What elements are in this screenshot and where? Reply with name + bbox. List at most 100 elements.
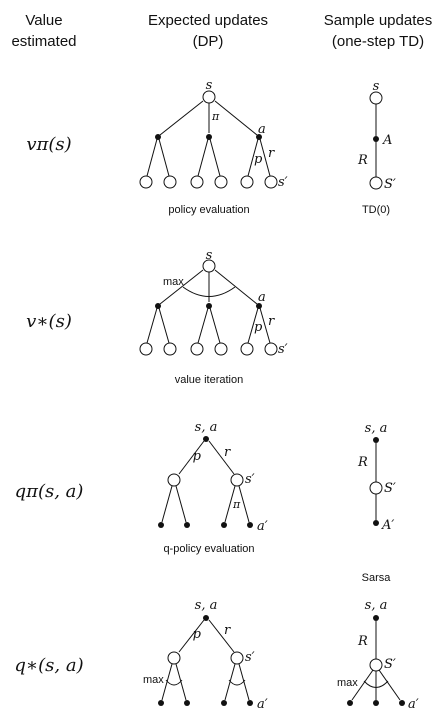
label-S-prime: S′ (384, 481, 396, 496)
label-s: s (373, 79, 380, 94)
label-s-prime: s′ (278, 342, 288, 357)
header-col1-line1: Value (25, 12, 62, 29)
label-a-prime: a′ (257, 697, 268, 712)
label-s: s (206, 78, 213, 93)
max-arc (363, 680, 389, 688)
next-state-node (369, 176, 383, 190)
next-action-node (347, 700, 353, 706)
action-node (206, 303, 212, 309)
next-action-node (247, 522, 253, 528)
label-p: p (193, 627, 202, 642)
label-r: r (224, 445, 231, 460)
label-max: max (337, 677, 358, 689)
caption-policy-evaluation: policy evaluation (168, 204, 249, 216)
label-sa: s, a (365, 598, 388, 613)
label-A-prime: A′ (381, 518, 394, 533)
edge (214, 269, 258, 305)
next-action-node (221, 522, 227, 528)
edge (259, 138, 271, 177)
label-S-prime: S′ (384, 657, 396, 672)
edge (159, 100, 204, 136)
label-s: s (206, 248, 213, 263)
action-node (155, 134, 161, 140)
label-p: p (254, 320, 263, 335)
row-label-q-star: q∗(s, a) (14, 655, 83, 676)
next-state-node (139, 342, 153, 356)
label-R: R (357, 634, 368, 649)
header-col2-line1: Expected updates (148, 12, 268, 29)
next-state-node (369, 658, 383, 672)
label-s-prime: s′ (245, 650, 255, 665)
next-state-node (163, 175, 177, 189)
sarsa-diagram: s, a R S′ A′ Sarsa (357, 421, 396, 584)
next-action-node (373, 700, 379, 706)
edge (247, 138, 259, 177)
next-state-node (240, 342, 254, 356)
label-pi: π (232, 498, 241, 511)
q-learning-diagram: s, a R S′ max a′ (337, 598, 419, 712)
dp-value-iteration-diagram: s max a p r s′ value iteration (139, 248, 288, 386)
edge (175, 485, 187, 523)
next-action-node (247, 700, 253, 706)
state-action-node (373, 615, 379, 621)
header-col2-line2: (DP) (193, 33, 224, 50)
next-state-node (230, 473, 244, 487)
max-arc (182, 286, 236, 297)
label-s-prime: s′ (245, 472, 255, 487)
label-r: r (268, 146, 275, 161)
edge (247, 307, 259, 344)
edge (209, 138, 221, 177)
edge (175, 663, 187, 701)
edge (209, 307, 221, 344)
caption-td0: TD(0) (362, 204, 390, 216)
label-R: R (357, 153, 368, 168)
dp-q-policy-evaluation-diagram: s, a p r s′ π a′ q-policy evaluation (158, 420, 268, 555)
max-arc (228, 679, 246, 686)
label-sa: s, a (195, 598, 218, 613)
label-r: r (268, 314, 275, 329)
state-action-node (373, 437, 379, 443)
caption-value-iteration: value iteration (175, 374, 244, 386)
label-pi: π (211, 110, 220, 123)
td0-diagram: s A R S′ TD(0) (357, 79, 396, 216)
label-p: p (254, 152, 263, 167)
state-node (369, 91, 383, 105)
edge (161, 663, 173, 701)
label-R: R (357, 455, 368, 470)
action-node (256, 303, 262, 309)
header-col3-line1: Sample updates (324, 12, 432, 29)
next-action-node (158, 522, 164, 528)
next-state-node (264, 342, 278, 356)
state-action-node (203, 615, 209, 621)
edge (158, 138, 170, 177)
max-arc (165, 679, 183, 686)
next-action-node (158, 700, 164, 706)
edge (159, 269, 204, 305)
label-p: p (193, 449, 202, 464)
next-state-node (167, 651, 181, 665)
next-state-node (214, 175, 228, 189)
next-state-node (264, 175, 278, 189)
edge (378, 669, 401, 701)
action-node (373, 136, 379, 142)
edge (351, 669, 374, 701)
next-state-node (230, 651, 244, 665)
edge (178, 619, 205, 653)
header-col1-line2: estimated (11, 33, 76, 50)
dp-q-value-iteration-diagram: s, a p r s′ max a′ (143, 598, 268, 712)
label-a-prime: a′ (257, 519, 268, 534)
label-a: a (258, 122, 266, 137)
edge (208, 619, 235, 653)
label-S-prime: S′ (384, 177, 396, 192)
label-A: A (382, 133, 392, 148)
edge (214, 100, 258, 136)
label-s-prime: s′ (278, 175, 288, 190)
edge (197, 307, 209, 344)
state-action-node (203, 436, 209, 442)
label-max: max (163, 276, 184, 288)
edge (146, 138, 158, 177)
edge (197, 138, 209, 177)
label-sa: s, a (365, 421, 388, 436)
edge (238, 485, 250, 523)
